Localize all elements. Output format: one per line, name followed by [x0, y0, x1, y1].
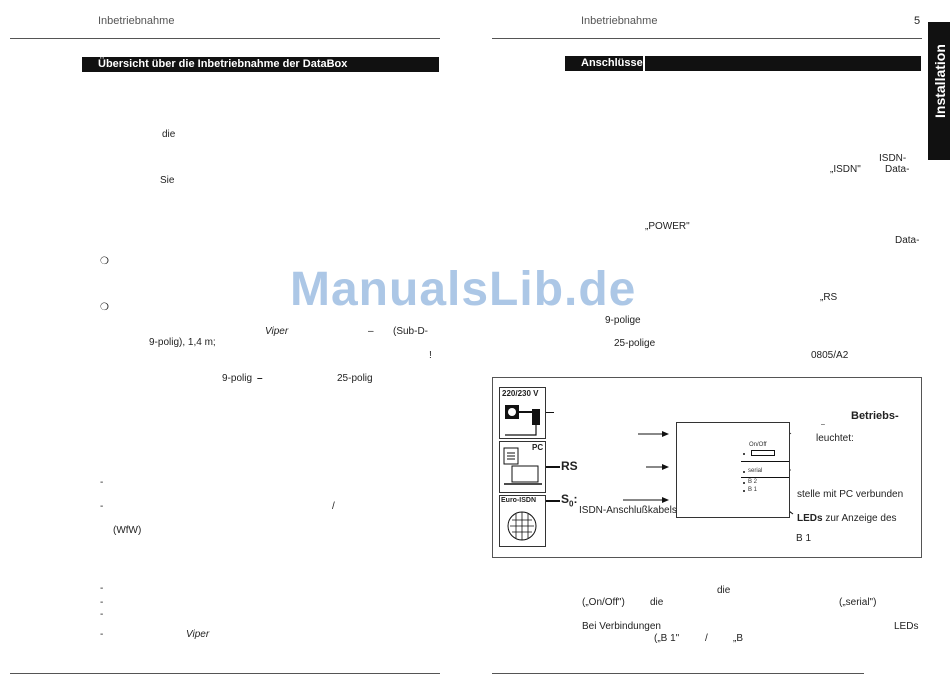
- rs-label: RS: [561, 459, 578, 473]
- text-leds: LEDs: [894, 621, 919, 632]
- led-serial-label: serial: [748, 468, 763, 474]
- text-b1-quote: („B 1": [654, 633, 680, 644]
- text-power: „POWER": [645, 221, 690, 232]
- bullet-2: -: [100, 501, 104, 512]
- power-label: 220/230 V: [502, 389, 539, 398]
- left-section-title-bar: Übersicht über die Inbetriebnahme der Da…: [82, 57, 439, 72]
- led-divider-2: [741, 477, 789, 478]
- text-sie: Sie: [160, 175, 175, 186]
- leds-bold-text: LEDs: [797, 513, 823, 524]
- text-die: die: [162, 129, 176, 140]
- bullet-3: -: [100, 583, 104, 594]
- stelle-label: stelle mit PC verbunden: [797, 489, 904, 500]
- text-slash: /: [332, 501, 335, 512]
- pc-label: PC: [532, 443, 544, 452]
- text-25-polige: 25-polige: [614, 338, 656, 349]
- leuchtet-label: leuchtet:: [816, 433, 854, 444]
- isdn-cable-label: ISDN-Anschlußkabels: [579, 505, 677, 516]
- s0-colon: :: [573, 492, 578, 506]
- leds-label: LEDs zur Anzeige des: [797, 513, 897, 524]
- leds-rest-text: zur Anzeige des: [825, 513, 897, 524]
- s0-label: S0:: [561, 492, 577, 508]
- text-dash: –: [368, 326, 374, 337]
- page-number: 5: [914, 15, 921, 27]
- text-die-right: die: [717, 585, 731, 596]
- isdn-socket-icon: [507, 511, 537, 541]
- euro-isdn-label: Euro-ISDN: [501, 497, 536, 504]
- left-footer-rule: [10, 673, 440, 674]
- side-tab-label: Installation: [932, 44, 948, 118]
- text-code: 0805/A2: [811, 350, 849, 361]
- right-header-rule: [492, 38, 922, 39]
- right-page-header: Inbetriebnahme: [581, 15, 658, 27]
- text-data-dash-2: Data-: [895, 235, 920, 246]
- text-serial-quote: („serial"): [839, 597, 877, 608]
- pc-icon: [503, 447, 542, 485]
- rs-connector-line: [546, 466, 560, 468]
- text-isdn-quote: „ISDN": [830, 164, 861, 175]
- bullet-6: -: [100, 629, 104, 640]
- euro-isdn-box: Euro-ISDN: [499, 495, 546, 547]
- bullet-1: -: [100, 477, 104, 488]
- text-25-polig: 25-polig: [337, 373, 373, 384]
- watermark: ManualsLib.de: [290, 263, 637, 316]
- text-sub-d: (Sub-D-: [393, 326, 429, 337]
- circle-marker-1: ❍: [100, 256, 109, 267]
- bullet-5: -: [100, 609, 104, 620]
- b1-bottom-label: B 1: [796, 533, 812, 544]
- text-data-dash: Data-: [885, 164, 910, 175]
- text-bei-verbindungen: Bei Verbindungen: [582, 621, 661, 632]
- led-onoff-label: On/Off: [749, 442, 767, 448]
- databox-device: On/Off serial B 2 B 1: [676, 422, 790, 518]
- s0-connector-line: [546, 500, 560, 502]
- text-die-right-2: die: [650, 597, 664, 608]
- led-divider-1: [741, 461, 789, 462]
- right-section-title-bar: Anschlüsse: [565, 56, 921, 71]
- text-isdn-dash: ISDN-: [879, 153, 907, 164]
- title-bar-gap: [643, 56, 645, 71]
- text-viper-2: Viper: [186, 629, 210, 640]
- led-b2-dot: [743, 482, 745, 484]
- right-section-title: Anschlüsse: [581, 57, 647, 69]
- text-rs-quote: „RS: [820, 292, 838, 303]
- led-onoff-dot: [743, 453, 745, 455]
- text-polig-length: 9-polig), 1,4 m;: [149, 337, 216, 348]
- text-9-polig: 9-polig: [222, 373, 253, 384]
- text-onoff: („On/Off"): [582, 597, 625, 608]
- text-wfw: (WfW): [113, 525, 142, 536]
- pc-box: PC: [499, 441, 546, 493]
- betriebs-label: Betriebs-: [851, 410, 899, 422]
- text-9-polige: 9-polige: [605, 315, 641, 326]
- betriebs-dash: –: [821, 421, 825, 428]
- text-viper: Viper: [265, 326, 289, 337]
- side-tab-installation: Installation: [928, 22, 950, 160]
- text-slash-right: /: [705, 633, 708, 644]
- right-footer-rule: [492, 673, 864, 674]
- led-b1-dot: [743, 490, 745, 492]
- power-adapter-box: 220/230 V: [499, 387, 546, 439]
- power-connector-line: [546, 412, 554, 413]
- text-b-quote: „B: [733, 633, 743, 644]
- s0-letter: S: [561, 492, 570, 506]
- left-page-header: Inbetriebnahme: [98, 15, 175, 27]
- led-onoff-indicator: [751, 450, 775, 456]
- circle-marker-2: ❍: [100, 302, 109, 313]
- text-dash-2: –: [257, 373, 263, 384]
- led-serial-dot: [743, 471, 745, 473]
- s0-subscript: 0: [569, 499, 574, 509]
- text-exclamation: !: [429, 350, 432, 361]
- left-header-rule: [10, 38, 440, 39]
- connection-diagram: 220/230 V PC Euro-ISDN RS S0: ISDN-Ansch…: [492, 377, 922, 558]
- bullet-4: -: [100, 597, 104, 608]
- led-b2-label: B 2: [748, 479, 758, 485]
- led-b1-label: B 1: [748, 487, 758, 493]
- power-plug-icon: [505, 405, 540, 436]
